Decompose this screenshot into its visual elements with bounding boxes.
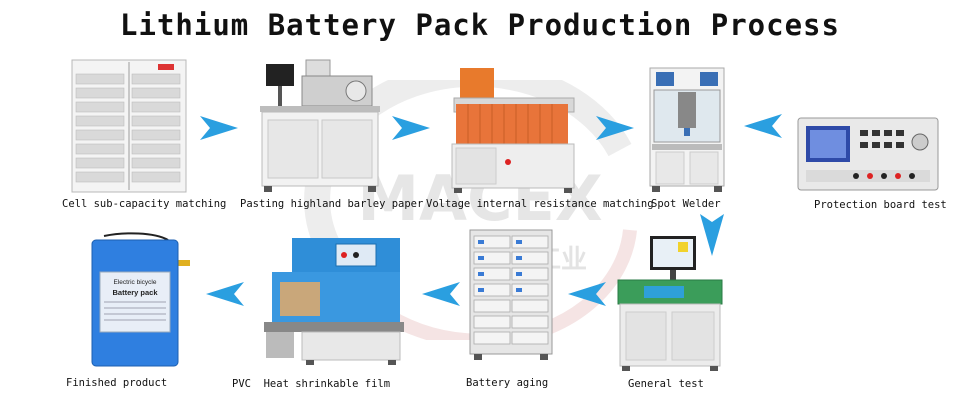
arrow-2-to-3 [392,116,430,140]
step-label-heat-shrink: PVC Heat shrinkable film [232,378,391,390]
arrow-7-to-8 [422,282,460,306]
step-label-general-test: General test [628,378,704,390]
arrow-1-to-2 [200,116,238,140]
page-title: Lithium Battery Pack Production Process [120,8,840,42]
cell-capacity-cabinet [71,59,187,193]
protection-board-tester [797,117,939,191]
step-label-spot-welder: Spot Welder [651,198,721,210]
battery-sticker-line2: Battery pack [112,288,158,297]
battery-sticker-line1: Electric bicycle [114,279,157,286]
arrow-3-to-4 [596,116,634,140]
finished-battery-pack: Electric bicycle Battery pack [91,232,190,367]
pasting-machine [260,59,380,192]
arrow-4-to-6 [700,214,724,256]
general-test-bench [617,236,723,371]
heat-shrink-machine [264,238,404,365]
arrow-6-to-7 [568,282,606,306]
arrow-8-to-9 [206,282,244,306]
step-label-cell-capacity: Cell sub-capacity matching [62,198,227,210]
spot-welder-machine [649,67,725,192]
step-label-protection-board: Protection board test [814,199,947,211]
battery-aging-cabinet [469,229,553,360]
voltage-matching-machine [451,68,575,193]
step-label-pasting: Pasting highland barley paper [240,198,424,210]
step-label-battery-aging: Battery aging [466,377,549,389]
arrow-5-to-4 [744,114,782,138]
step-label-finished: Finished product [66,377,168,389]
step-label-voltage-matching: Voltage internal resistance matching [426,198,654,210]
